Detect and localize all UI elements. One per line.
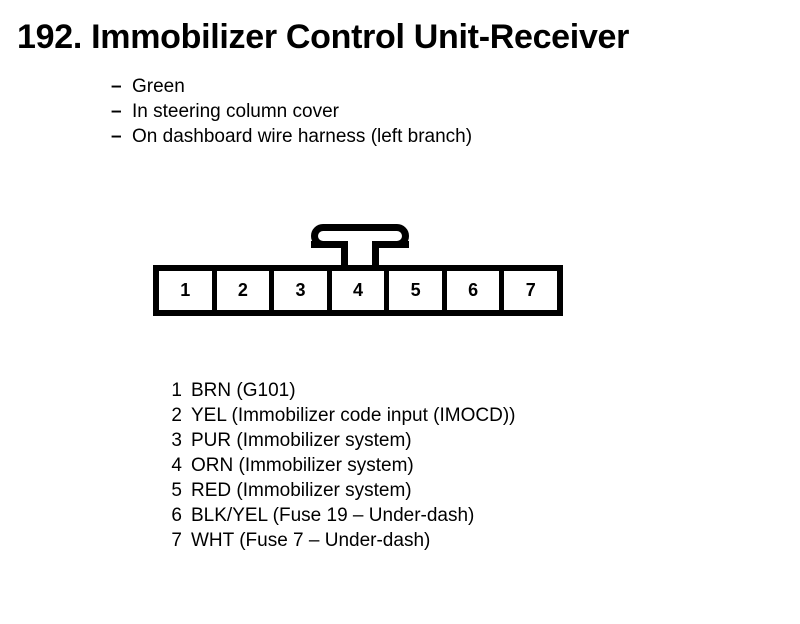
pin-legend-number: 1	[171, 380, 182, 401]
pin-legend-label: WHT (Fuse 7 – Under-dash)	[191, 530, 431, 551]
connector-diagram: 1 2 3 4 5 6 7	[153, 224, 563, 316]
pin-legend-row: 3 PUR (Immobilizer system)	[166, 428, 515, 453]
pin-legend-row: 6 BLK/YEL (Fuse 19 – Under-dash)	[166, 503, 515, 528]
connector-pin-cell: 7	[504, 271, 558, 310]
pin-legend-label: BRN (G101)	[191, 380, 296, 401]
pin-legend-label: YEL (Immobilizer code input (IMOCD))	[191, 405, 516, 426]
description-item: –On dashboard wire harness (left branch)	[111, 124, 472, 149]
connector-pin-cell: 6	[446, 271, 500, 310]
pin-legend-number: 2	[171, 405, 182, 426]
pin-legend-list: 1 BRN (G101) 2 YEL (Immobilizer code input…	[166, 378, 515, 553]
connector-pin-cell: 5	[389, 271, 442, 310]
pin-legend-number: 4	[171, 455, 182, 476]
locking-tab-stem-left	[341, 241, 348, 265]
pin-legend-label: PUR (Immobilizer system)	[191, 430, 412, 451]
pin-legend-number: 7	[171, 530, 182, 551]
connector-pin-cell: 4	[331, 271, 385, 310]
description-item-label: Green	[132, 76, 185, 97]
connector-body: 1 2 3 4 5 6 7	[153, 265, 563, 316]
dash-marker: –	[111, 126, 122, 147]
locking-tab-notch	[348, 241, 372, 249]
description-item: –Green	[111, 74, 472, 99]
connector-pin-cell: 2	[216, 271, 270, 310]
locking-tab-stem-right	[372, 241, 379, 265]
connector-pin-cell: 1	[159, 271, 212, 310]
pin-legend-row: 5 RED (Immobilizer system)	[166, 478, 515, 503]
page-title: 192. Immobilizer Control Unit-Receiver	[17, 18, 630, 56]
description-item-label: On dashboard wire harness (left branch)	[132, 126, 473, 147]
description-item-label: In steering column cover	[132, 101, 339, 122]
pin-legend-label: ORN (Immobilizer system)	[191, 455, 414, 476]
pin-legend-label: RED (Immobilizer system)	[191, 480, 412, 501]
dash-marker: –	[111, 76, 122, 97]
pin-legend-row: 2 YEL (Immobilizer code input (IMOCD))	[166, 403, 515, 428]
pin-legend-number: 5	[171, 480, 182, 501]
pin-legend-number: 3	[171, 430, 182, 451]
pin-legend-number: 6	[171, 505, 182, 526]
pin-legend-row: 1 BRN (G101)	[166, 378, 515, 403]
description-list: –Green –In steering column cover –On das…	[111, 74, 472, 149]
connector-pin-cell: 3	[274, 271, 327, 310]
description-item: –In steering column cover	[111, 99, 472, 124]
pin-legend-row: 4 ORN (Immobilizer system)	[166, 453, 515, 478]
pin-legend-row: 7 WHT (Fuse 7 – Under-dash)	[166, 528, 515, 553]
connector-locking-tab-icon	[311, 224, 409, 265]
dash-marker: –	[111, 101, 122, 122]
pin-legend-label: BLK/YEL (Fuse 19 – Under-dash)	[191, 505, 475, 526]
